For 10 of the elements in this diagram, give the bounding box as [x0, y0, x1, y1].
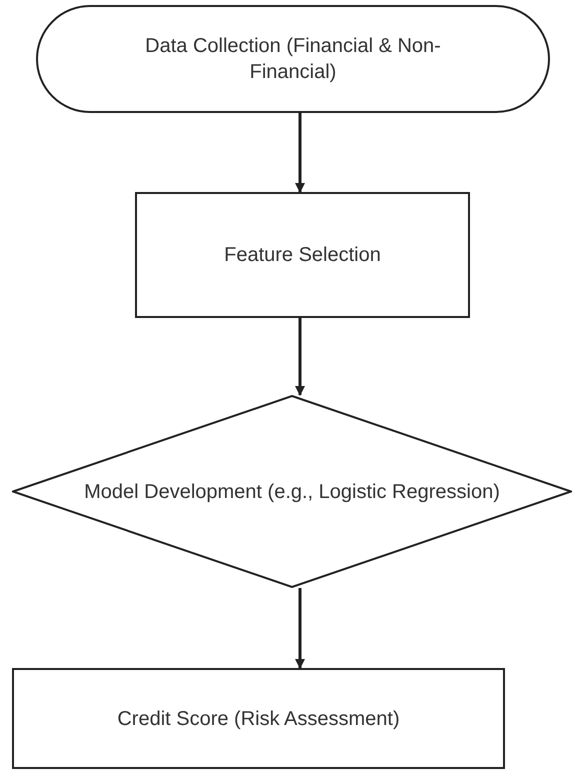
- arrow: [295, 588, 305, 669]
- process-box: [135, 192, 470, 318]
- node-label: Credit Score (Risk Assessment): [117, 706, 400, 732]
- arrow: [295, 318, 305, 396]
- arrow: [295, 113, 305, 193]
- node-label: Feature Selection: [224, 243, 381, 268]
- node-label: Model Development (e.g., Logistic Regression): [84, 480, 500, 504]
- process-box: [12, 668, 505, 769]
- node-label: Data Collection (Financial & Non-Financial): [144, 34, 442, 85]
- decision-diamond: [12, 395, 572, 588]
